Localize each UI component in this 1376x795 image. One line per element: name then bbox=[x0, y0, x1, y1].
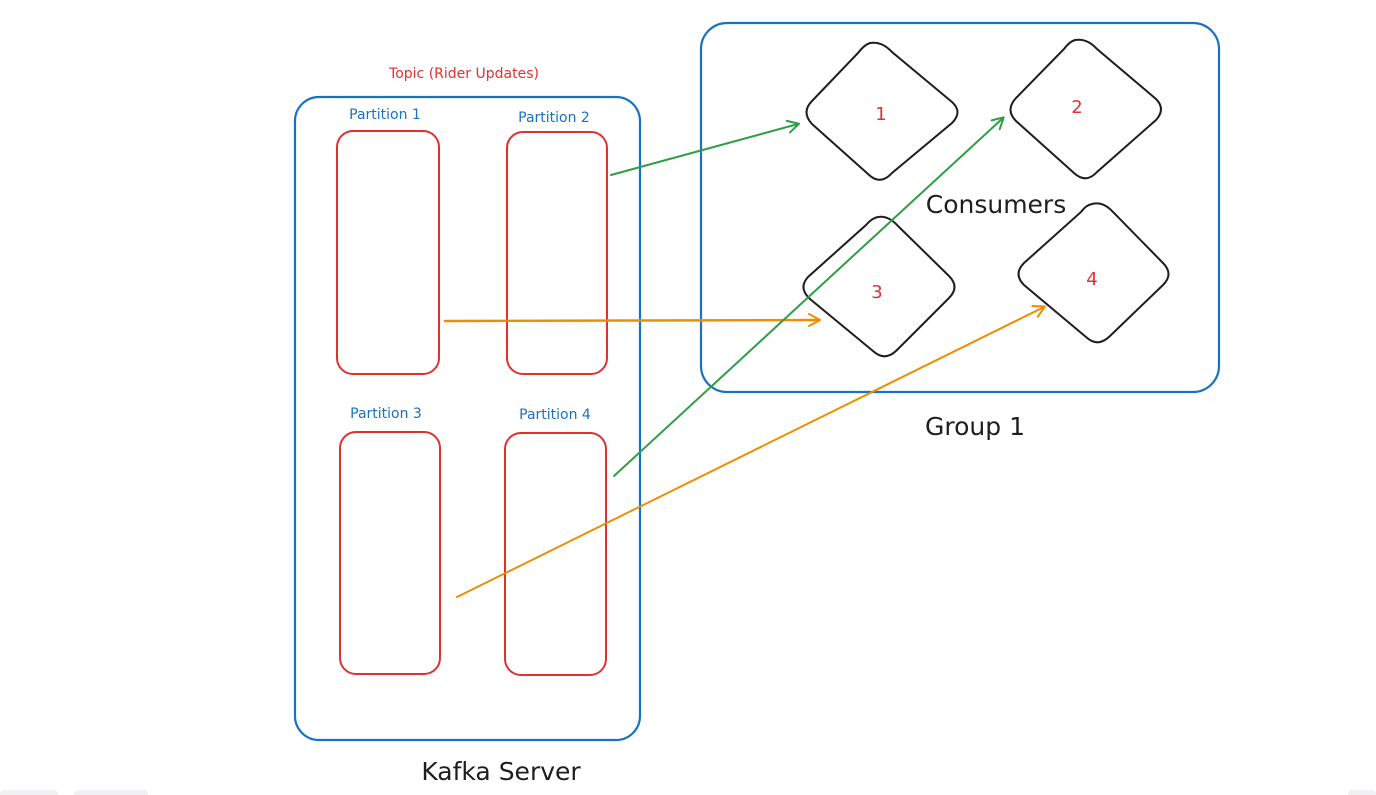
partition-label-1: Partition 1 bbox=[349, 107, 421, 123]
partition-box-2 bbox=[506, 131, 608, 375]
consumer-label-4: 4 bbox=[1086, 269, 1097, 290]
arrow-partition3-to-consumer4 bbox=[456, 305, 1046, 598]
consumer-diamond-4 bbox=[1017, 202, 1170, 344]
server-label: Kafka Server bbox=[421, 757, 581, 786]
consumer-diamond-1 bbox=[805, 41, 959, 181]
consumer-label-3: 3 bbox=[871, 282, 882, 303]
topic-label: Topic (Rider Updates) bbox=[388, 66, 539, 82]
partition-label-4: Partition 4 bbox=[519, 407, 591, 423]
arrow-partition1-to-consumer3 bbox=[443, 313, 821, 328]
partition-box-3 bbox=[339, 431, 441, 675]
partition-box-1 bbox=[336, 130, 440, 375]
consumer-diamond-2 bbox=[1009, 38, 1162, 180]
partition-label-2: Partition 2 bbox=[518, 110, 590, 126]
consumer-diamond-3 bbox=[802, 215, 956, 358]
consumers-label: Consumers bbox=[926, 190, 1067, 219]
group-label: Group 1 bbox=[925, 412, 1025, 441]
consumer-label-2: 2 bbox=[1071, 97, 1082, 118]
arrow-partition2-to-consumer1 bbox=[610, 119, 800, 176]
consumer-group-box bbox=[699, 21, 1221, 394]
consumer-label-1: 1 bbox=[875, 104, 886, 125]
partition-box-4 bbox=[504, 432, 607, 676]
arrow-partition4-to-consumer2 bbox=[613, 116, 1005, 477]
bottom-strip-mid bbox=[74, 790, 148, 795]
partition-label-3: Partition 3 bbox=[350, 406, 422, 422]
bottom-strip-left bbox=[0, 790, 58, 795]
kafka-server-box bbox=[293, 95, 642, 742]
bottom-strip-right bbox=[1348, 790, 1376, 795]
